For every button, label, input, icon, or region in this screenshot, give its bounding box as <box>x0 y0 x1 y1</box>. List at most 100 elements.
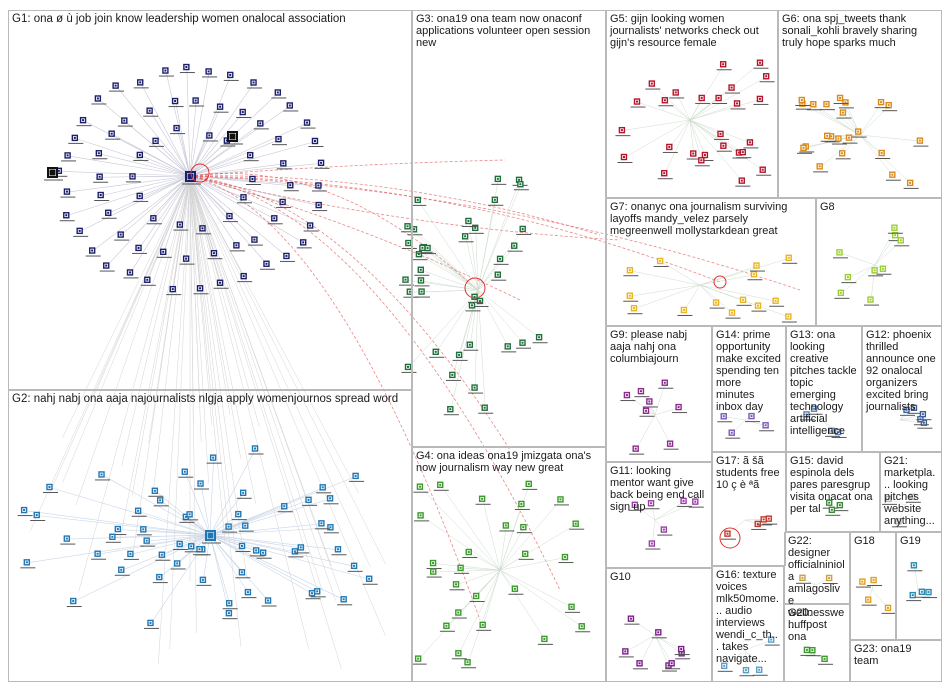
node-avatar <box>417 253 420 256</box>
edge-g1 <box>189 141 316 177</box>
group-panel-g6: G6: ona spj_tweets thank sonali_kohli br… <box>778 10 942 198</box>
edge-g2 <box>209 534 318 593</box>
node-avatar <box>185 66 188 69</box>
node-avatar <box>208 134 211 137</box>
edge-g3 <box>408 289 479 368</box>
node-avatar <box>162 250 165 253</box>
group-title-g2: G2: nahj nabj ona aaja najournalists nlg… <box>12 393 399 405</box>
node-avatar <box>765 75 768 78</box>
node-avatar <box>267 599 270 602</box>
node-avatar <box>342 598 345 601</box>
node-avatar <box>520 502 523 505</box>
node-avatar <box>174 100 177 103</box>
edge-g1 <box>140 82 191 177</box>
node-avatar <box>288 104 291 107</box>
edge-g2 <box>49 487 211 536</box>
node-avatar <box>830 135 833 138</box>
edge-cross-group <box>189 175 621 241</box>
edge-g1-g2 <box>78 175 191 592</box>
node-avatar <box>872 579 875 582</box>
node-avatar <box>770 638 773 641</box>
node-avatar <box>178 223 181 226</box>
node-avatar <box>648 400 651 403</box>
edge-g3 <box>418 200 479 291</box>
edge-g1 <box>130 175 191 274</box>
edge-g2 <box>112 534 211 538</box>
node-avatar <box>467 219 470 222</box>
node-avatar <box>198 548 201 551</box>
node-avatar <box>758 61 761 64</box>
node-avatar <box>129 552 132 555</box>
edge-g2 <box>162 534 211 556</box>
node-avatar <box>149 621 152 624</box>
edge-g1 <box>121 175 191 236</box>
edge-g5 <box>622 119 691 131</box>
node-avatar <box>194 99 197 102</box>
node-avatar <box>758 97 761 100</box>
edge-g1 <box>115 85 191 177</box>
self-loop-2 <box>713 275 727 289</box>
edge-g1 <box>67 175 191 193</box>
node-avatar <box>153 489 156 492</box>
node-avatar <box>887 497 890 500</box>
edge-g2 <box>209 527 331 536</box>
edge-g19 <box>914 565 919 591</box>
node-avatar <box>160 553 163 556</box>
group-title-g22: G22: designer officialniniola amlagosliv… <box>788 535 845 631</box>
edge-g1 <box>155 141 191 177</box>
node-avatar <box>801 576 804 579</box>
group-title-g15: G15: david espinola dels pares paresgrup… <box>790 455 873 515</box>
edge-g16 <box>724 649 746 667</box>
node-avatar <box>912 564 915 567</box>
node-avatar <box>677 406 680 409</box>
node-avatar <box>445 624 448 627</box>
edge-g5 <box>689 119 740 154</box>
node-avatar <box>818 165 821 168</box>
node-avatar <box>700 96 703 99</box>
node-avatar <box>662 528 665 531</box>
edge-g1-g2 <box>189 175 323 592</box>
node-avatar <box>663 172 666 175</box>
node-avatar <box>470 304 473 307</box>
group-panel-g11: G11: looking mentor want give back being… <box>606 462 712 568</box>
edge-g2 <box>209 534 302 549</box>
edge-g1 <box>189 100 197 177</box>
edge-g1-g2 <box>189 175 241 459</box>
node-avatar <box>65 190 68 193</box>
node-avatar <box>828 576 831 579</box>
edge-g5 <box>689 64 724 121</box>
edge-g2 <box>138 510 211 536</box>
node-avatar <box>420 290 423 293</box>
group-panel-g18: G18 <box>850 532 896 640</box>
node-avatar <box>413 228 416 231</box>
node-avatar <box>841 152 844 155</box>
node-avatar <box>65 214 68 217</box>
edge-g1 <box>189 175 238 247</box>
edge-g1-g2 <box>189 175 231 415</box>
node-avatar <box>313 139 316 142</box>
node-avatar <box>755 264 758 267</box>
group-title-g18: G18 <box>854 535 875 547</box>
node-avatar <box>404 278 407 281</box>
edge-g1 <box>189 75 232 177</box>
edge-g1-g2 <box>48 175 191 496</box>
node-avatar <box>839 291 842 294</box>
node-avatar <box>670 662 673 665</box>
edge-g1-g2 <box>169 175 191 650</box>
node-avatar <box>455 583 458 586</box>
node-avatar <box>639 390 642 393</box>
edge-g1-g2 <box>189 175 342 669</box>
node-avatar <box>281 200 284 203</box>
edge-g1 <box>189 123 261 177</box>
edge-g1 <box>140 175 191 197</box>
edge-g1 <box>153 175 191 219</box>
edge-g2 <box>98 534 211 555</box>
node-avatar <box>111 535 114 538</box>
edge-g2 <box>130 534 211 555</box>
node-avatar <box>633 503 636 506</box>
node-avatar <box>881 267 884 270</box>
node-layer <box>17 59 938 677</box>
node-avatar <box>722 63 725 66</box>
node-avatar <box>838 251 841 254</box>
node-avatar <box>154 139 157 142</box>
